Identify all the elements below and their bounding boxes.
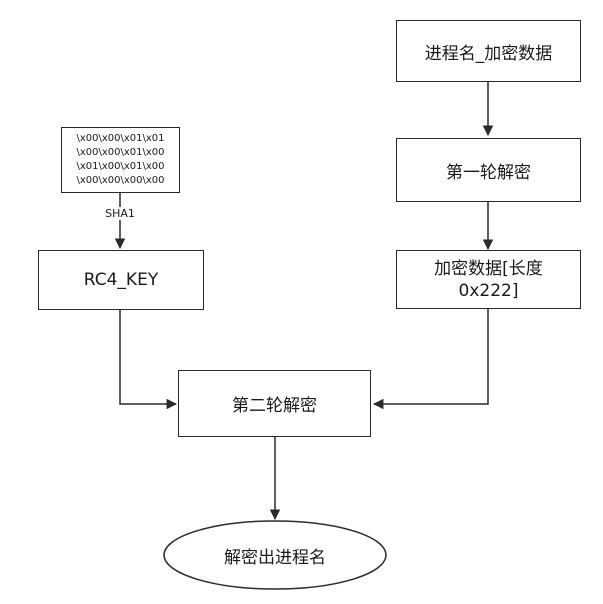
round1-node: 第一轮解密 (396, 138, 581, 202)
rc4-key-node: RC4_KEY (38, 250, 204, 310)
round2-label: 第二轮解密 (232, 396, 317, 416)
output-ellipse (163, 520, 387, 590)
key-bytes-row: \x00\x00\x00\x00 (76, 175, 165, 186)
key-bytes-node: \x00\x00\x01\x01 \x00\x00\x01\x00 \x01\x… (61, 127, 180, 193)
round2-node: 第二轮解密 (178, 370, 371, 437)
rc4-key-label: RC4_KEY (83, 270, 159, 290)
encrypted-length-node: 加密数据[长度 0x222] (396, 250, 581, 309)
edge-length-to-round2 (372, 309, 489, 410)
round1-label: 第一轮解密 (446, 162, 531, 183)
output-label: 解密出进程名 (224, 548, 326, 568)
edge-rc4-to-round2 (119, 310, 178, 410)
encrypted-length-line1: 加密数据[长度 (434, 258, 543, 279)
process-encrypted-label: 进程名_加密数据 (424, 43, 553, 64)
key-bytes-row: \x01\x00\x01\x00 (76, 161, 165, 172)
process-encrypted-node: 进程名_加密数据 (396, 20, 581, 82)
key-bytes-row: \x00\x00\x01\x00 (76, 147, 165, 158)
encrypted-length-line2: 0x222] (458, 280, 519, 301)
sha1-edge-label: SHA1 (100, 207, 140, 220)
key-bytes-row: \x00\x00\x01\x01 (76, 133, 165, 144)
